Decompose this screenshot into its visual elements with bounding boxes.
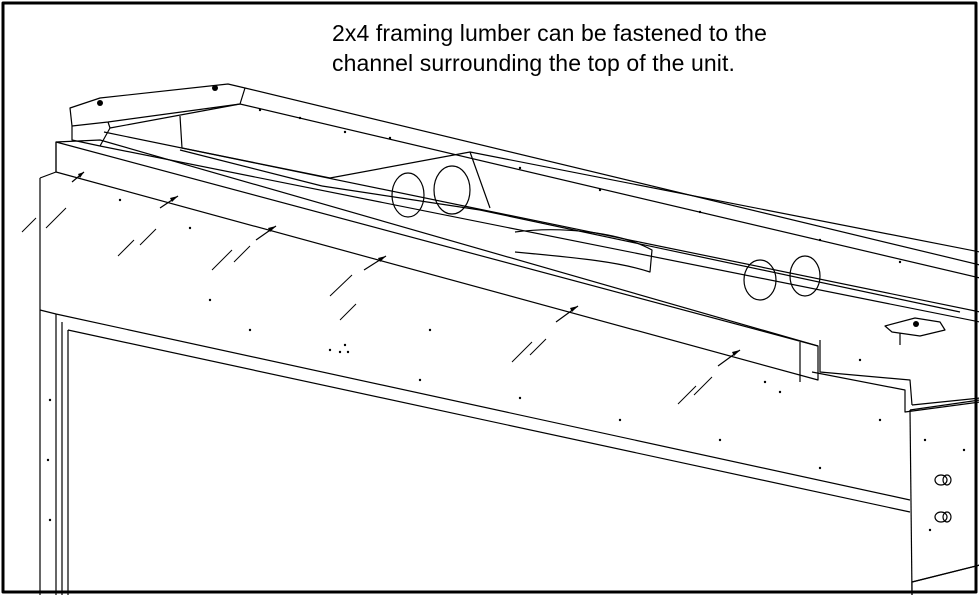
duct-openings (391, 165, 821, 301)
surface-hatching (21, 207, 713, 405)
caption-line-1: 2x4 framing lumber can be fastened to th… (332, 20, 767, 46)
front-hood-panel (39, 171, 979, 595)
rivet-dots (46, 85, 966, 532)
right-side-panel (909, 399, 979, 583)
caption-line-2: channel surrounding the top of the unit. (332, 50, 735, 76)
arrow-heads (78, 172, 740, 356)
top-channel (69, 83, 979, 413)
framing-lumber-2x4 (55, 139, 819, 382)
instruction-caption: 2x4 framing lumber can be fastened to th… (332, 18, 932, 78)
